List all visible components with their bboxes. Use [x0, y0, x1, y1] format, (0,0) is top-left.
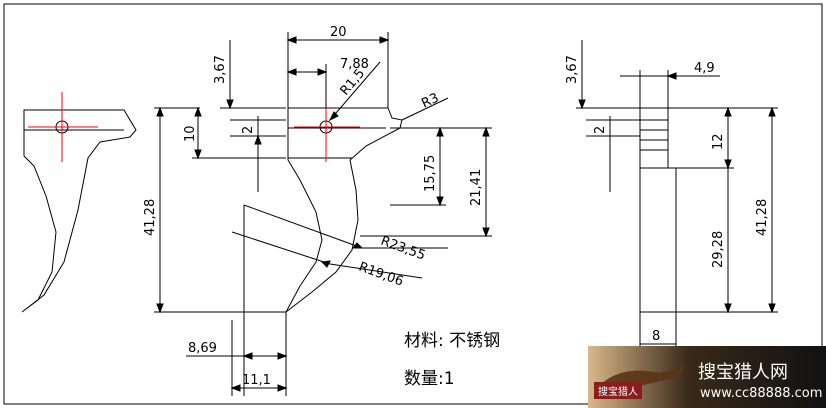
- dim-8-69: 8,69: [188, 341, 217, 356]
- quantity-note: 数量:1: [404, 369, 455, 389]
- dim-11-1: 11,1: [242, 373, 271, 388]
- dim-15-75: 15,75: [423, 155, 438, 192]
- dim-41-28-left: 41,28: [143, 199, 158, 236]
- watermark-url: www.cc88888.com: [700, 386, 823, 401]
- dim-r19-06: R19,06: [357, 260, 406, 290]
- dim-21-41: 21,41: [469, 169, 484, 206]
- front-view: [154, 32, 492, 396]
- watermark-badge: 搜宝猎人: [594, 382, 642, 399]
- dim-r3: R3: [419, 91, 441, 112]
- watermark-name: 搜宝猎人网: [698, 362, 788, 383]
- watermark-logo: 搜宝猎人 搜宝猎人网 www.cc88888.com: [588, 346, 826, 408]
- dim-41-28-right: 41,28: [755, 199, 770, 236]
- dim-8: 8: [652, 329, 660, 344]
- side-view: [576, 40, 778, 350]
- dim-12: 12: [711, 133, 726, 150]
- dim-4-9: 4,9: [694, 61, 715, 76]
- iso-view: [21, 92, 137, 313]
- dim-3-67-left: 3,67: [213, 55, 228, 84]
- drawing-border: [3, 3, 823, 405]
- dim-r23-55: R23,55: [379, 234, 428, 264]
- dim-29-28: 29,28: [711, 231, 726, 268]
- dim-7-88: 7,88: [340, 57, 369, 72]
- material-note: 材料: 不锈钢: [404, 331, 500, 351]
- dim-2-left: 2: [241, 126, 256, 134]
- dim-2-right: 2: [593, 126, 608, 134]
- dim-3-67-right: 3,67: [565, 55, 580, 84]
- dim-10: 10: [183, 125, 198, 142]
- dim-20: 20: [330, 25, 347, 40]
